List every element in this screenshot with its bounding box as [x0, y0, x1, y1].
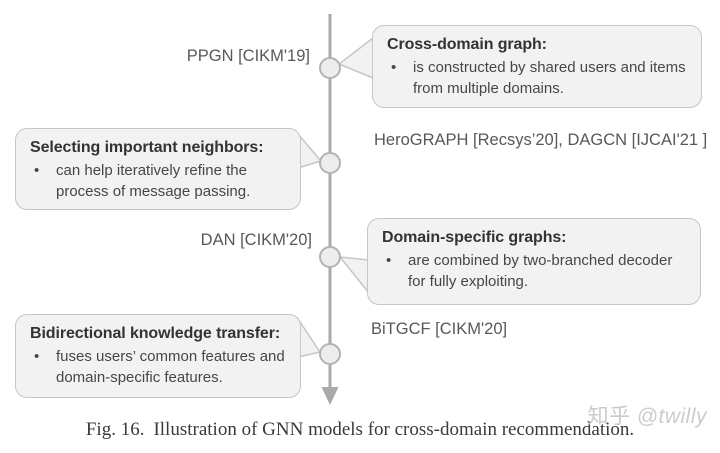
timeline-node-bitgcf [319, 343, 341, 365]
bullet-icon: • [34, 348, 40, 365]
callout-domain-specific-graphs: Domain-specific graphs: • are combined b… [367, 218, 701, 305]
bullet-icon: • [34, 162, 40, 179]
callout-bullet-text: fuses users’ common features and domain-… [56, 348, 285, 386]
timeline-node-dan [319, 246, 341, 268]
callout-tail-selecting [297, 131, 323, 170]
callout-tail-bidirectional [297, 316, 322, 358]
callout-tail-domain-specific [338, 256, 370, 296]
watermark-handle: @twilly [636, 405, 707, 428]
watermark: 知乎@twilly [588, 400, 707, 430]
callout-title: Selecting important neighbors: [30, 139, 264, 156]
callout-bullet-text: can help iteratively refine the process … [56, 162, 251, 200]
timeline-label-bitgcf: BiTGCF [CIKM'20] [371, 320, 508, 338]
bullet-icon: • [386, 252, 392, 269]
timeline-label-ppgn: PPGN [CIKM'19] [186, 47, 310, 65]
callout-title: Cross-domain graph: [387, 36, 547, 53]
timeline-node-herograph [319, 152, 341, 174]
callout-title: Bidirectional knowledge transfer: [30, 325, 281, 342]
figure-caption-number: Fig. 16. [85, 419, 145, 440]
callout-tail-cross-domain [337, 36, 374, 80]
callout-bidirectional-transfer: Bidirectional knowledge transfer: • fuse… [15, 314, 301, 398]
callout-bullet-text: is constructed by shared users and items… [413, 59, 686, 97]
callout-cross-domain-graph: Cross-domain graph: • is constructed by … [372, 25, 702, 108]
figure-caption-text: Illustration of GNN models for cross-dom… [153, 419, 635, 440]
bullet-icon: • [391, 59, 397, 76]
watermark-brand: 知乎 [587, 405, 631, 428]
timeline-arrowhead-icon [321, 387, 339, 405]
timeline-label-herograph-dagcn: HeroGRAPH [Recsys’20], DAGCN [IJCAI'21 ] [374, 131, 708, 149]
callout-title: Domain-specific graphs: [382, 229, 567, 246]
timeline-label-dan: DAN [CIKM'20] [200, 231, 312, 249]
figure-caption: Fig. 16. Illustration of GNN models for c… [0, 419, 720, 441]
callout-bullet-text: are combined by two-branched decoder for… [408, 252, 673, 290]
timeline-node-ppgn [319, 57, 341, 79]
callout-selecting-neighbors: Selecting important neighbors: • can hel… [15, 128, 301, 210]
